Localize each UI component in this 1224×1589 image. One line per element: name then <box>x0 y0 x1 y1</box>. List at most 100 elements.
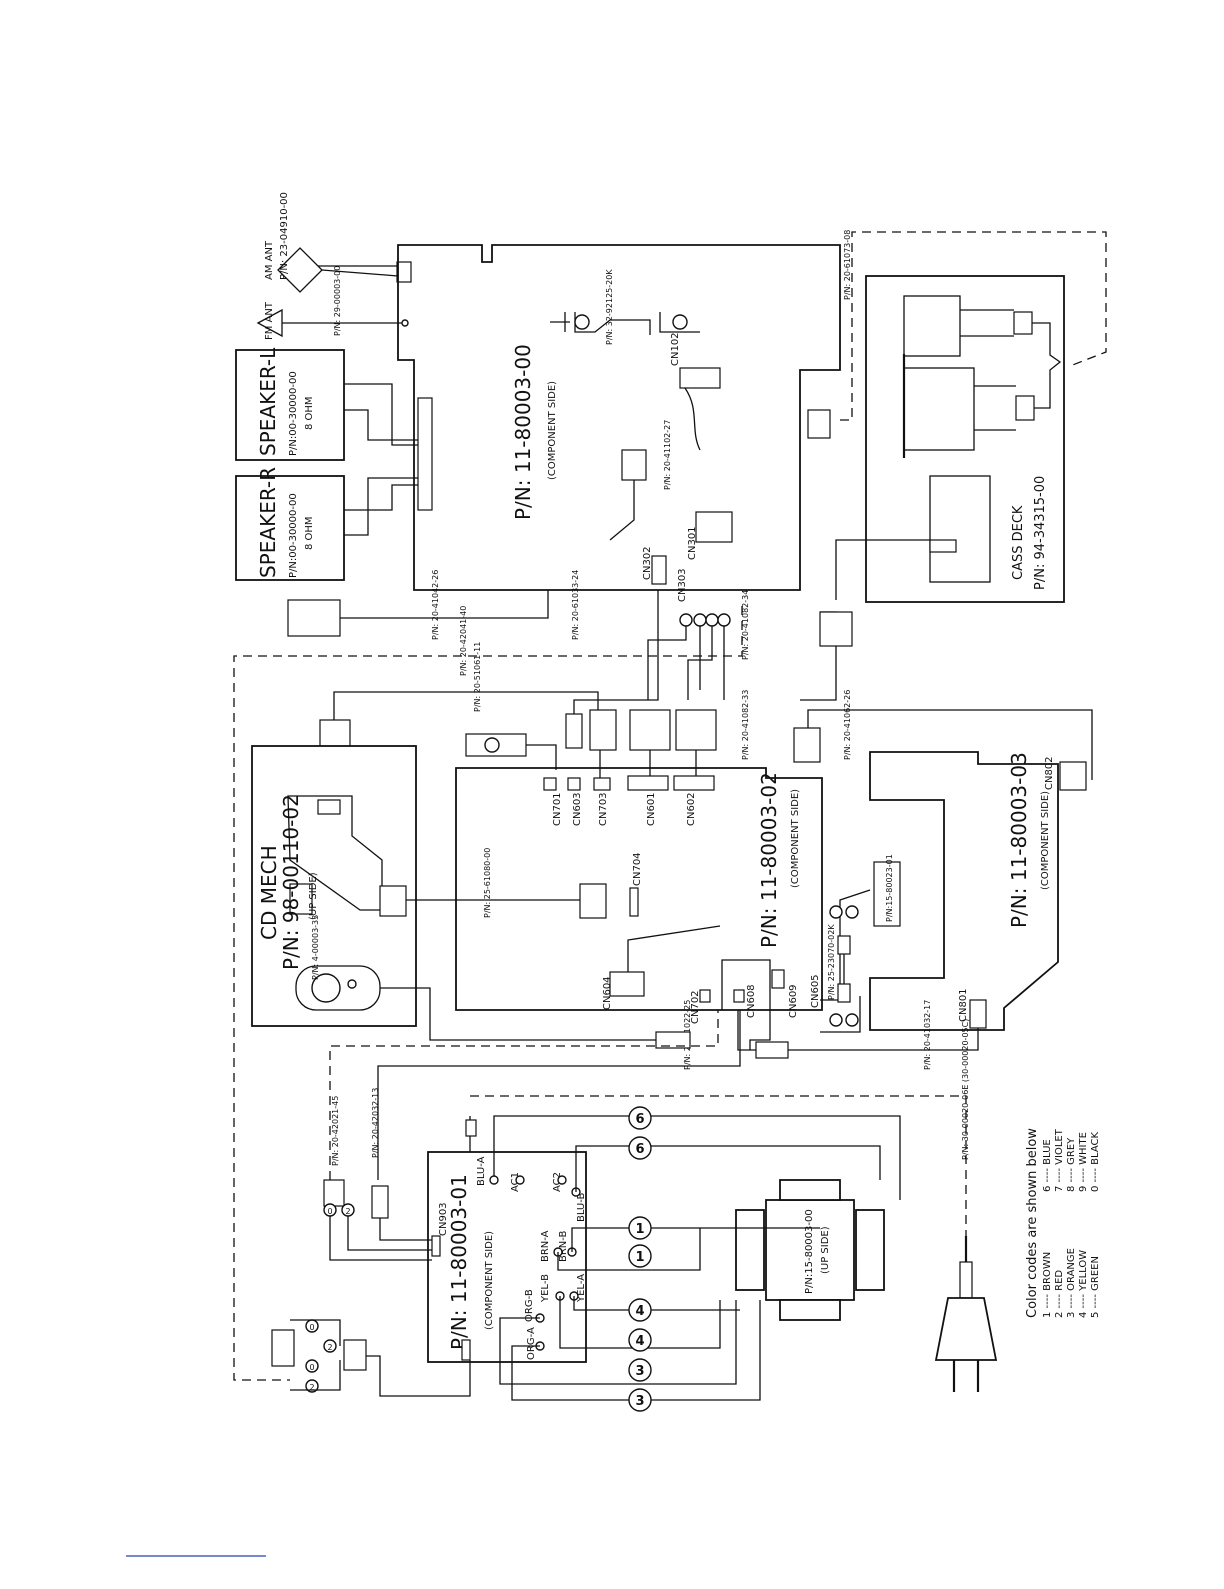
speaker-l: SPEAKER-L P/N:00-30000-00 8 OHM <box>235 347 418 461</box>
cn301-label: CN301 <box>687 526 698 560</box>
main-board: P/N: 11-80003-00 (COMPONENT SIDE) P/N: 3… <box>397 244 841 602</box>
wire-num: 3 <box>635 1394 644 1409</box>
speaker-l-label: SPEAKER-L <box>256 347 280 456</box>
cn702-label: CN702 <box>690 990 701 1024</box>
wire-numbers: 6 6 1 1 4 4 3 3 <box>628 1106 652 1412</box>
org-a-label: ORG-A <box>526 1327 537 1360</box>
small-wire-num: 0 <box>327 1207 332 1216</box>
small-pcb-pn: P/N:15-80023-01 <box>885 854 894 922</box>
ac2-label: AC2 <box>552 1172 563 1192</box>
color-code-legend: Color codes are shown below 1 ---- BROWN… <box>1025 1128 1101 1318</box>
yel-b-label: YEL-B <box>540 1274 551 1303</box>
dashed-cable-power <box>470 1095 967 1236</box>
small-wire-bundle: 0 2 0 2 0 2 <box>271 1203 471 1397</box>
transformer-pn: P/N:15-80003-00 <box>804 1209 815 1294</box>
small-module <box>287 599 341 637</box>
legend-item: 1 ---- BROWN <box>1042 1252 1053 1318</box>
cn605-label: CN605 <box>810 974 821 1008</box>
speaker-l-ohm: 8 OHM <box>304 396 315 430</box>
pn-20-42021-45: P/N: 20-42021-45 <box>331 1096 340 1166</box>
fm-ant-pn: P/N: 29-00003-00 <box>333 266 342 336</box>
speaker-r-pn: P/N:00-30000-00 <box>288 493 299 578</box>
am-ant-pn: P/N: 23-04910-00 <box>279 192 290 280</box>
board2-top-connectors <box>565 590 1093 780</box>
cn603-label: CN603 <box>572 792 583 826</box>
power-plug <box>934 1236 998 1392</box>
legend-item: 3 ---- ORANGE <box>1066 1248 1077 1318</box>
pn-20-41082-34: P/N: 20-41082-34 <box>741 590 750 660</box>
pn-20-41042-26: P/N: 20-41042-26 <box>431 570 440 640</box>
cn604-label: CN604 <box>602 976 613 1010</box>
transformer-side: (UP SIDE) <box>820 1226 831 1274</box>
ac1-label: AC1 <box>510 1172 521 1192</box>
pn-20-51061-11: P/N: 20-51061-11 <box>473 642 482 712</box>
legend-item: 6 ---- BLUE <box>1042 1139 1053 1192</box>
blu-b-label: BLU-B <box>576 1192 587 1222</box>
speaker-l-pn: P/N:00-30000-00 <box>288 371 299 456</box>
cn601-label: CN601 <box>646 792 657 826</box>
legend-item: 4 ---- YELLOW <box>1078 1250 1089 1318</box>
small-wire-num: 2 <box>345 1207 350 1216</box>
cd-pickup-pn: P/N: 4-00003-33 <box>311 915 320 980</box>
pn-25-61080-00: P/N: 25-61080-00 <box>483 848 492 918</box>
cn609-label: CN609 <box>788 984 799 1018</box>
speaker-r-ohm: 8 OHM <box>304 516 315 550</box>
cd-mech-pn: P/N: 98-00110-02 <box>279 794 303 970</box>
board3-side: (COMPONENT SIDE) <box>1040 791 1051 890</box>
small-pcb-cable: P/N: 25-23070-02K P/N:15-80023-01 <box>820 854 901 1033</box>
legend-item: 9 ---- WHITE <box>1078 1132 1089 1192</box>
org-b-label: ORG-B <box>524 1289 535 1322</box>
board3-pn: P/N: 11-80003-03 <box>1007 752 1031 928</box>
wire-num: 1 <box>635 1250 644 1265</box>
board1-side: (COMPONENT SIDE) <box>484 1231 495 1330</box>
main-board-pn: P/N: 11-80003-00 <box>511 344 535 520</box>
legend-item: 8 ---- GREY <box>1066 1137 1077 1192</box>
pn-20-41062-26: P/N: 20-41062-26 <box>843 690 852 760</box>
legend-item: 2 ---- RED <box>1054 1270 1065 1318</box>
cn704-label: CN704 <box>632 852 643 886</box>
wire-num: 6 <box>635 1142 644 1157</box>
transformer: P/N:15-80003-00 (UP SIDE) <box>735 1179 885 1321</box>
cd-mech-label: CD MECH <box>257 845 281 940</box>
cn102-label: CN102 <box>670 332 681 366</box>
wire-num: 4 <box>635 1334 644 1349</box>
board1-pn: P/N: 11-80003-01 <box>447 1174 471 1350</box>
dashed-cable-left <box>233 606 743 1381</box>
speaker-r-label: SPEAKER-R <box>256 467 280 578</box>
cass-deck-label: CASS DECK <box>1011 505 1026 580</box>
pn-20-42041-40: P/N: 20-42041-40 <box>459 606 468 676</box>
cn602-label: CN602 <box>686 792 697 826</box>
wire-num: 6 <box>635 1112 644 1127</box>
cn608-label: CN608 <box>746 984 757 1018</box>
fm-antenna: FM ANT P/N: 29-00003-00 <box>256 266 409 340</box>
cable-bundle-middle <box>647 613 731 700</box>
cass-deck-pn: P/N: 94-34315-00 <box>1033 476 1048 590</box>
pn-20-41102-27: P/N: 20-41102-27 <box>663 420 672 490</box>
am-antenna: AM ANT P/N: 23-04910-00 <box>264 192 412 293</box>
cn701-label: CN701 <box>552 792 563 826</box>
fm-ant-label: FM ANT <box>264 301 275 340</box>
legend-title: Color codes are shown below <box>1025 1128 1040 1318</box>
cn802-label: CN802 <box>1044 756 1055 790</box>
am-ant-label: AM ANT <box>264 240 275 280</box>
pn-20-61073-08: P/N: 20-61073-08 <box>843 230 852 300</box>
cassette-deck: CASS DECK P/N: 94-34315-00 <box>865 275 1065 603</box>
pn-25-23070-02k: P/N: 25-23070-02K <box>827 924 836 1000</box>
board2-side: (COMPONENT SIDE) <box>790 789 801 888</box>
cn303-label: CN303 <box>677 568 688 602</box>
pn-power-cord: P/N: 30-00020-06E (30-00020-05C) <box>961 1019 970 1160</box>
pn-20-41032-17: P/N: 20-41032-17 <box>923 1000 932 1070</box>
board1: P/N: 11-80003-01 (COMPONENT SIDE) CN903 … <box>427 1151 587 1363</box>
small-wire-num: 2 <box>327 1343 332 1352</box>
pn-20-42032-13: P/N: 20-42032-13 <box>371 1088 380 1158</box>
legend-item: 7 ---- VIOLET <box>1054 1128 1065 1192</box>
board2: CN701 CN603 CN703 CN601 CN602 CN704 P/N:… <box>455 767 823 1050</box>
wire-num: 3 <box>635 1364 644 1379</box>
cn302-label: CN302 <box>642 546 653 580</box>
yel-a-label: YEL-A <box>576 1274 587 1303</box>
small-wire-num: 2 <box>309 1383 314 1392</box>
dashed-cable-board1 <box>329 1010 719 1180</box>
cn703-label: CN703 <box>598 792 609 826</box>
